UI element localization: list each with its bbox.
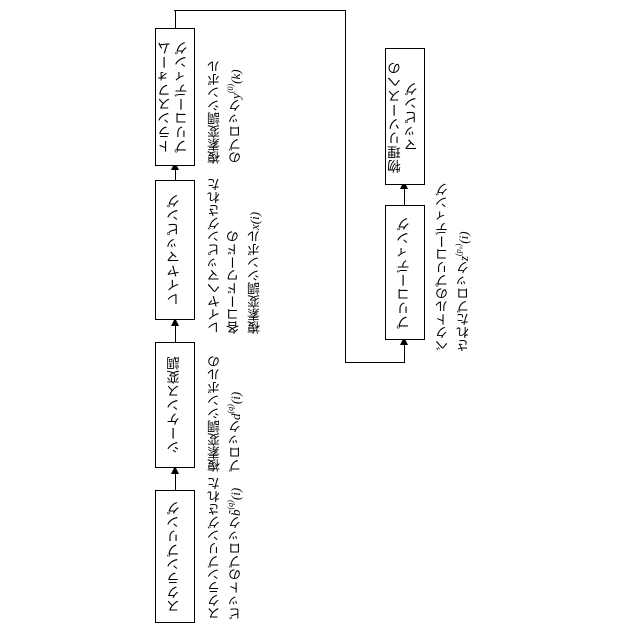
connector-precoding-to-physical-resource-mapping xyxy=(404,187,405,205)
connector-scrambling-to-sequence-modulation xyxy=(175,472,176,490)
annotation-modulation-symbol-block-sup: (q) xyxy=(225,404,235,414)
annotation-scrambled-bit-block-arg: (i) xyxy=(228,487,244,501)
connector-precoding-feed xyxy=(404,343,405,363)
annotation-precoded-vector-block-symbol: z xyxy=(456,255,472,261)
annotation-layer-mapped-symbols-arg: (i) xyxy=(247,211,263,225)
annotation-scrambled-bit-block-line1: スクランブリングされた xyxy=(207,477,222,620)
connector-layer-mapping-to-transform-precoding xyxy=(175,168,176,182)
annotation-modulation-symbol-block-line1: 複素変調シンボルの xyxy=(207,355,222,472)
block-layer-mapping-label: レイヤマッピング xyxy=(166,194,182,306)
block-physical-resource-mapping[interactable]: 物理リソースへの マッピング xyxy=(385,48,425,185)
annotation-layer-mapped-symbols-symbol: x xyxy=(247,224,263,230)
annotation-scrambled-bit-block-line2: ビットのブロック xyxy=(228,516,244,620)
arrow-layer-mapping-to-transform-precoding xyxy=(170,162,179,170)
connector-bottom-horizontal-to-precoding xyxy=(345,362,405,363)
connector-right-vertical xyxy=(345,10,346,363)
arrow-scrambling-to-sequence-modulation xyxy=(170,466,179,474)
annotation-transform-precoded-block-symbol: y xyxy=(228,93,244,99)
annotation-precoded-vector-block-arg: (i) xyxy=(456,231,472,244)
annotation-precoded-vector-block-line1: ベクトルのプリコーディング xyxy=(435,183,450,352)
annotation-transform-precoded-block-sup: (0) xyxy=(225,83,235,94)
annotation-modulation-symbol-block-arg: (i) xyxy=(228,391,244,405)
annotation-transform-precoded-block-arg: (k) xyxy=(228,69,244,84)
annotation-modulation-symbol-block: 複素変調シンボルの ブロックd(q)(i) xyxy=(206,352,246,472)
block-layer-mapping[interactable]: レイヤマッピング xyxy=(155,180,195,320)
arrow-precoding-to-physical-resource-mapping xyxy=(399,181,408,189)
annotation-layer-mapped-symbols: レイヤへマッピングされた 各コードワードの 複素変調シンボルx(i) xyxy=(206,178,265,334)
annotation-layer-mapped-symbols-line3: 複素変調シンボル xyxy=(247,230,263,334)
block-transform-precoding-label: トランスフォーム プリコーディング xyxy=(158,41,190,153)
annotation-transform-precoded-block: 複素変調シンボル のブロックy(0)(k) xyxy=(206,36,246,164)
annotation-modulation-symbol-block-symbol: d xyxy=(228,413,244,421)
annotation-transform-precoded-block-line2: のブロック xyxy=(228,99,244,164)
block-sequence-modulation[interactable]: シーケンス変調 xyxy=(155,342,195,468)
block-transform-precoding[interactable]: トランスフォーム プリコーディング xyxy=(155,28,195,166)
annotation-transform-precoded-block-line1: 複素変調シンボル xyxy=(207,60,222,164)
annotation-layer-mapped-symbols-line2: 各コードワードの xyxy=(225,230,241,334)
connector-top-horizontal xyxy=(174,10,346,11)
block-sequence-modulation-label: シーケンス変調 xyxy=(166,356,182,454)
annotation-scrambled-bit-block-symbol: b̃ xyxy=(228,509,244,517)
arrow-into-precoding xyxy=(399,337,408,345)
arrow-sequence-modulation-to-layer-mapping xyxy=(170,318,179,326)
block-precoding[interactable]: プリコーディング xyxy=(385,205,425,340)
block-scrambling[interactable]: スクランブリング xyxy=(155,490,195,623)
block-physical-resource-mapping-label: 物理リソースへの マッピング xyxy=(388,60,420,173)
annotation-precoded-vector-block-sup: (p₀) xyxy=(453,243,463,256)
annotation-scrambled-bit-block: スクランブリングされた ビットのブロックb̃(q)(i) xyxy=(206,477,246,620)
annotation-precoded-vector-block: ベクトルのプリコーディング されたブロックz(p₀)(i) xyxy=(434,183,474,352)
block-precoding-label: プリコーディング xyxy=(396,216,412,329)
annotation-layer-mapped-symbols-line1: レイヤへマッピングされた xyxy=(207,178,222,334)
annotation-modulation-symbol-block-line2: ブロック xyxy=(228,420,244,472)
annotation-scrambled-bit-block-sup: (q) xyxy=(225,500,235,510)
annotation-precoded-vector-block-line2: されたブロック xyxy=(456,261,472,352)
connector-sequence-modulation-to-layer-mapping xyxy=(175,324,176,342)
block-scrambling-label: スクランブリング xyxy=(166,500,182,613)
connector-transform-precoding-riser xyxy=(175,10,176,29)
